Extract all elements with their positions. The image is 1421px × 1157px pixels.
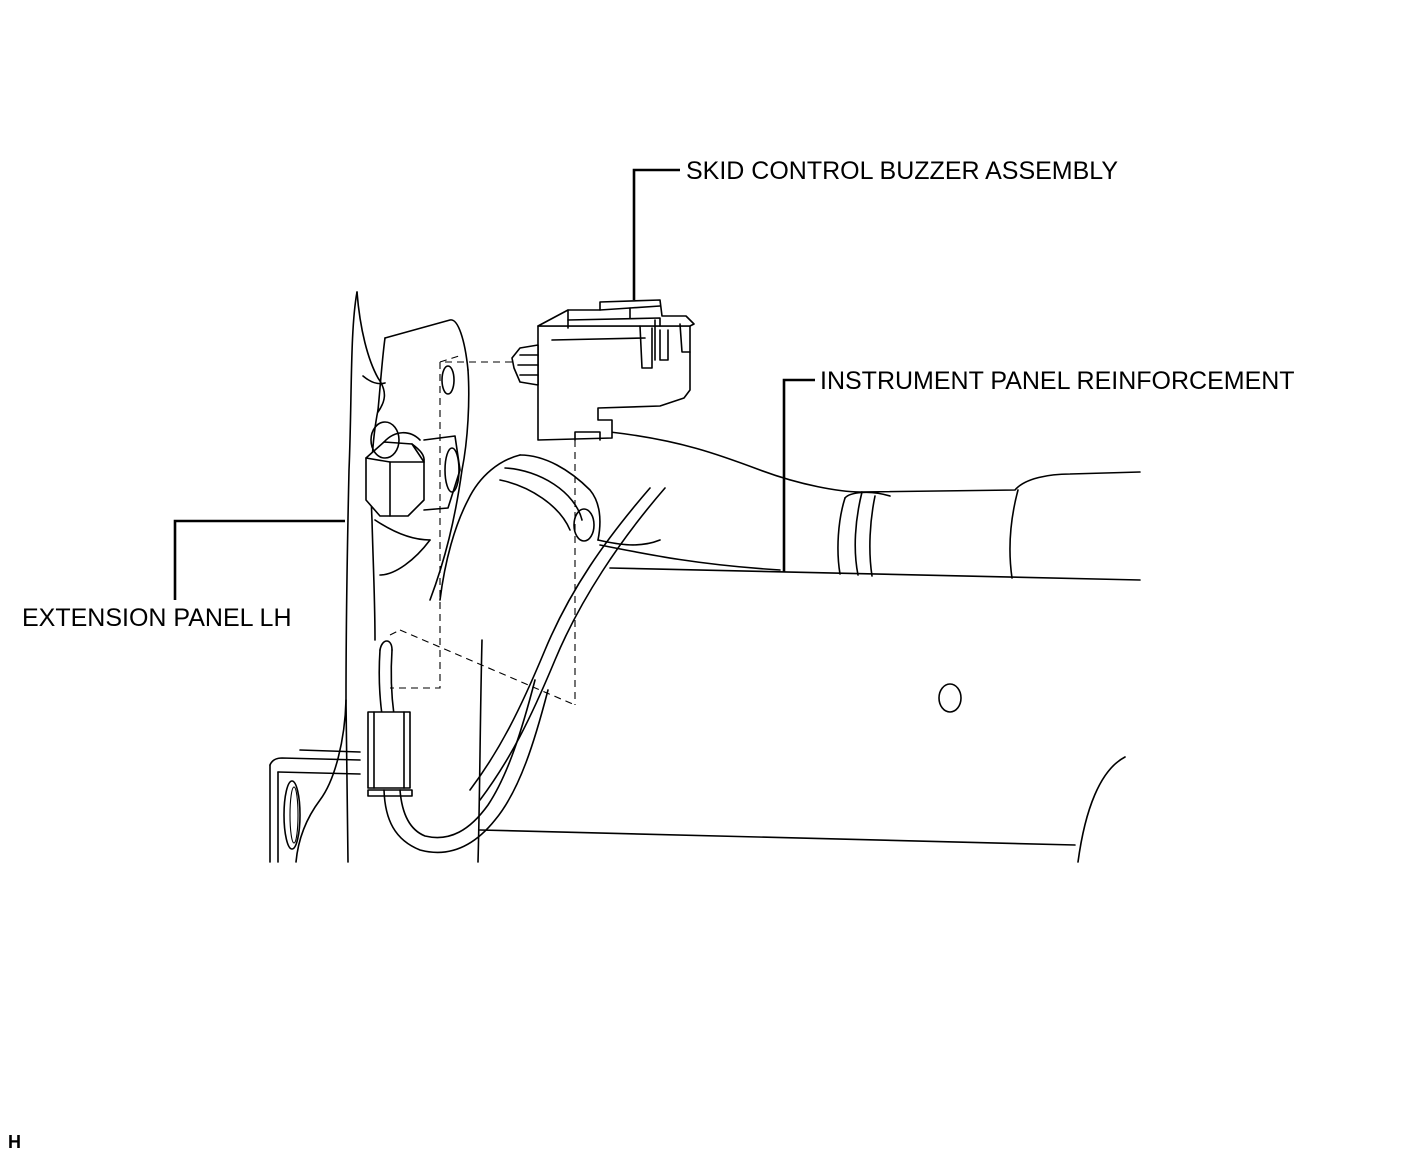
installation-guide-lines bbox=[389, 354, 576, 706]
label-instrument-panel-reinforcement: INSTRUMENT PANEL REINFORCEMENT bbox=[820, 367, 1295, 395]
extension-panel-lh bbox=[269, 291, 470, 863]
leader-reinforcement bbox=[782, 378, 815, 572]
leader-lines bbox=[173, 168, 815, 600]
skid-control-buzzer bbox=[511, 299, 695, 441]
label-extension-panel-lh: EXTENSION PANEL LH bbox=[22, 604, 292, 632]
leader-buzzer bbox=[632, 168, 680, 300]
leader-extension-panel bbox=[173, 519, 345, 600]
instrument-panel-reinforcement bbox=[477, 431, 1141, 863]
label-skid-control-buzzer: SKID CONTROL BUZZER ASSEMBLY bbox=[686, 157, 1119, 185]
diagonal-brace bbox=[439, 454, 666, 801]
figure-code: H bbox=[8, 1132, 21, 1152]
wire-harness bbox=[367, 640, 549, 854]
